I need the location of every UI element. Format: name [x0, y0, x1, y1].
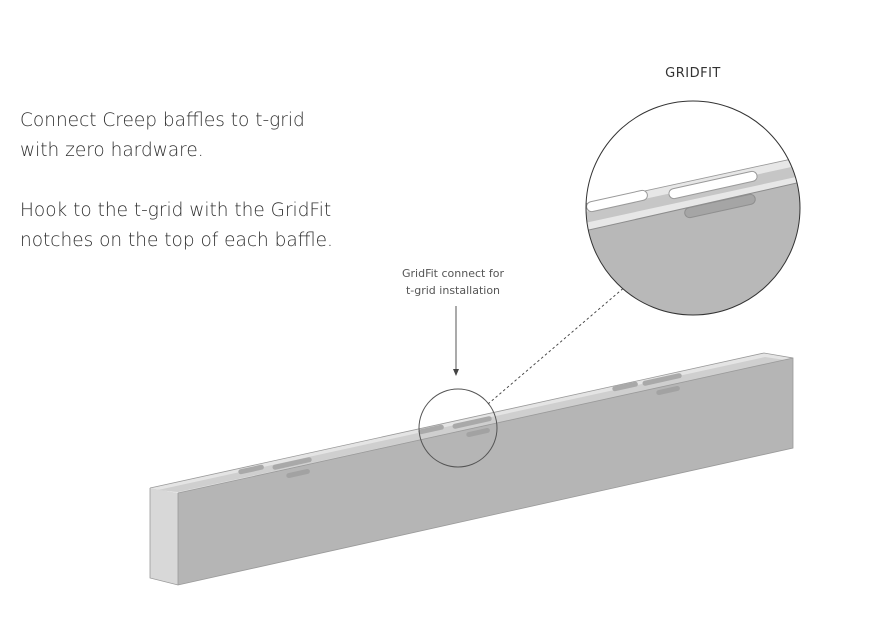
intro-paragraph-notches: Hook to the t-grid with the GridFit notc…: [20, 196, 380, 256]
intro-line: notches on the top of each baffle.: [20, 230, 333, 251]
intro-paragraph-hardware: Connect Creep baffles to t-grid with zer…: [20, 106, 380, 166]
intro-line: Hook to the t-grid with the GridFit: [20, 200, 332, 221]
gridfit-notch: [418, 416, 492, 438]
detail-leader-line: [487, 285, 627, 405]
intro-line: Connect Creep baffles to t-grid: [20, 110, 305, 131]
baffle-end-face: [150, 488, 178, 585]
callout-line: GridFit connect for: [402, 267, 504, 280]
callout-circle: [418, 388, 498, 468]
callout-arrow: [453, 306, 459, 376]
gridfit-notch: [612, 373, 682, 396]
baffle: [149, 352, 794, 586]
intro-line: with zero hardware.: [20, 140, 204, 161]
callout-line: t-grid installation: [405, 284, 501, 297]
detail-circle-border: [585, 100, 801, 316]
gridfit-notch: [238, 457, 312, 479]
intro-text: Connect Creep baffles to t-grid with zer…: [20, 106, 380, 286]
baffle-front-face: [178, 358, 793, 585]
detail-magnified-view: [585, 100, 801, 316]
detail-title: GRIDFIT: [665, 66, 721, 81]
callout-label: GridFit connect for t-grid installation: [380, 265, 526, 299]
